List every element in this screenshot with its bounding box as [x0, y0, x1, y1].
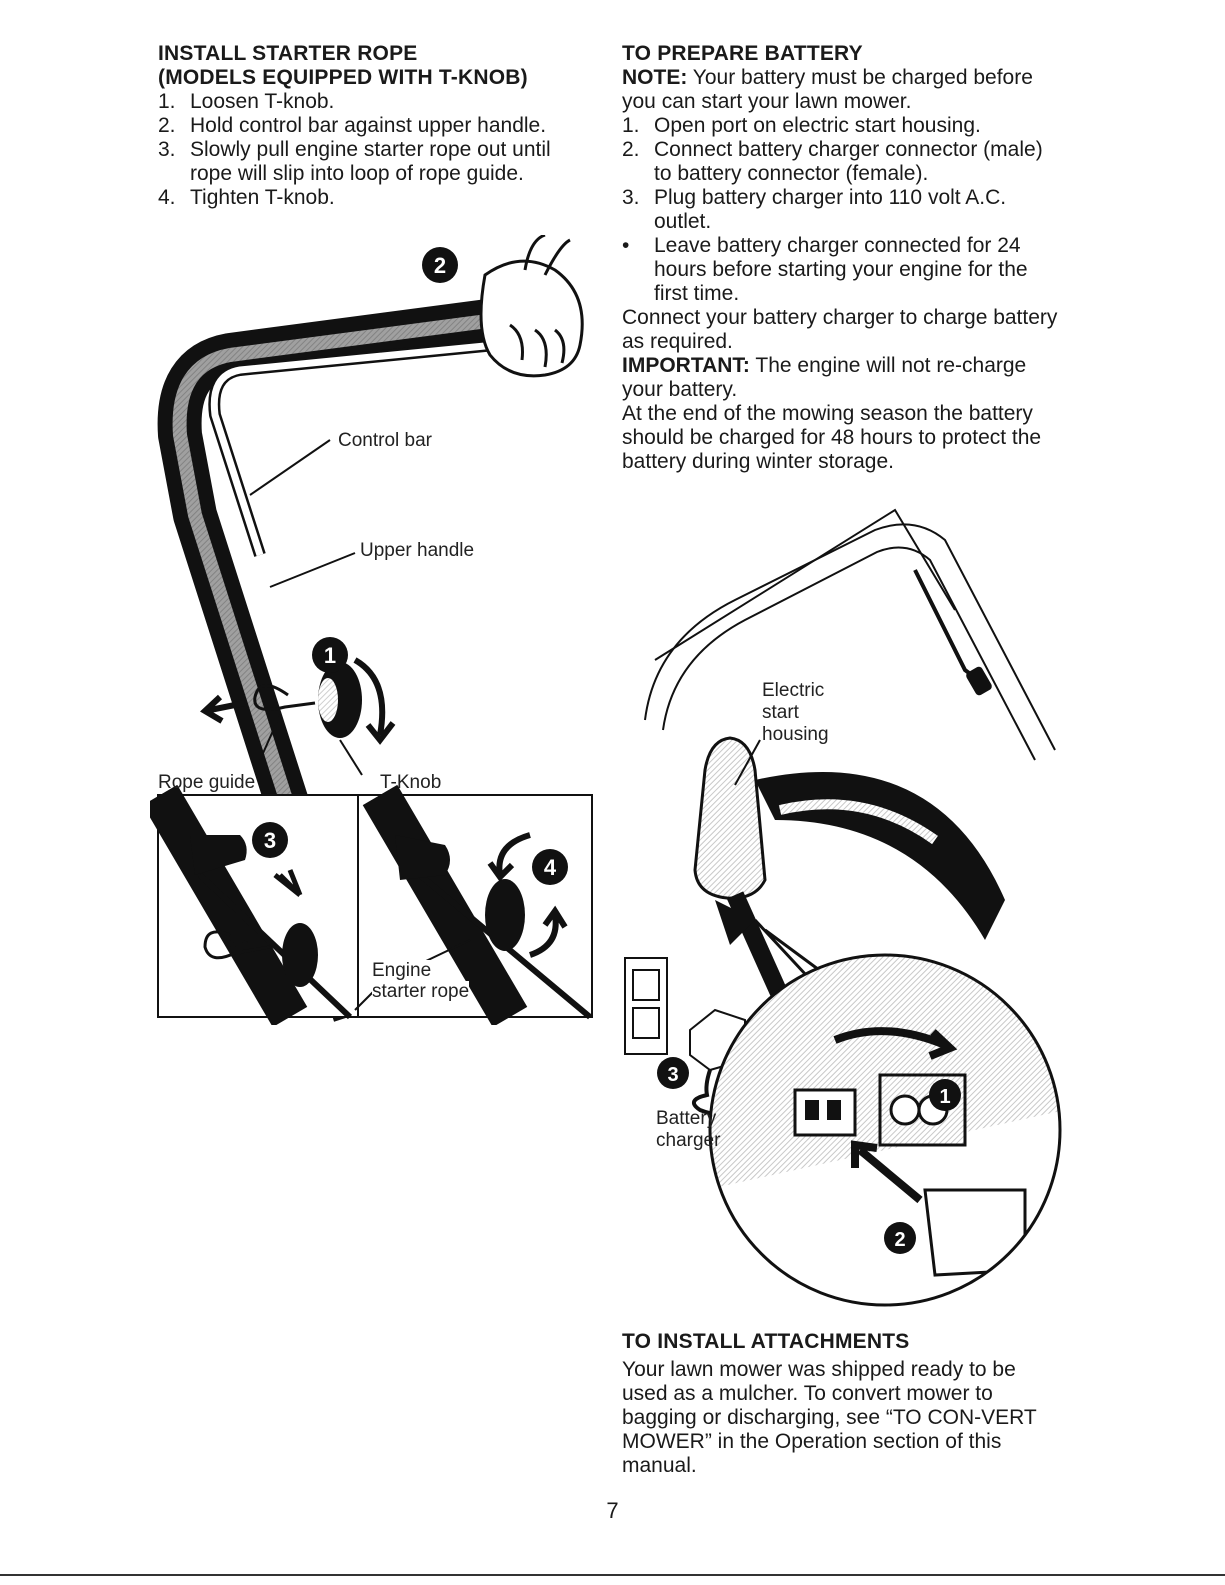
battery-steps: 1.Open port on electric start housing. 2…: [622, 114, 1062, 306]
svg-text:4: 4: [544, 855, 557, 880]
callout-2-icon: 2: [884, 1222, 916, 1254]
svg-text:1: 1: [939, 1086, 950, 1108]
starter-rope-section: INSTALL STARTER ROPE (MODELS EQUIPPED WI…: [158, 42, 598, 210]
bottom-rule: [0, 1574, 1225, 1576]
step-item: 3.Slowly pull engine starter rope out un…: [158, 138, 551, 185]
svg-text:1: 1: [324, 643, 336, 668]
step-item: 2.Connect battery charger connector (mal…: [622, 138, 1043, 185]
battery-charger-label-line1: Battery: [656, 1108, 717, 1129]
step-item: 1.Open port on electric start housing.: [622, 114, 981, 137]
callout-3-icon: 3: [657, 1057, 689, 1089]
svg-text:3: 3: [667, 1064, 678, 1086]
upper-handle-label: Upper handle: [360, 540, 475, 561]
battery-charger-label-line2: charger: [656, 1130, 721, 1151]
rope-guide-label: Rope guide: [158, 772, 256, 793]
callout-4-icon: 4: [532, 849, 568, 885]
section-title-line2: (MODELS EQUIPPED WITH T-KNOB): [158, 66, 528, 89]
engine-starter-rope-label-line2: starter rope: [372, 981, 470, 1002]
electric-start-housing-shape: [693, 736, 767, 900]
battery-para2: At the end of the mowing season the batt…: [622, 402, 1042, 473]
callout-2-icon: 2: [422, 247, 458, 283]
svg-text:2: 2: [894, 1229, 905, 1251]
callout-3-icon: 3: [252, 822, 288, 858]
hand-shape: [479, 259, 584, 378]
rope-guide-shape: [253, 684, 316, 711]
battery-title: TO PREPARE BATTERY: [622, 42, 863, 65]
attachments-text: Your lawn mower was shipped ready to be …: [622, 1358, 1037, 1477]
step-item: 3.Plug battery charger into 110 volt A.C…: [622, 186, 1007, 233]
battery-note: NOTE: Your battery must be charged befor…: [622, 66, 1033, 113]
battery-illustration: 3 1 2: [624, 508, 1062, 1307]
control-bar-label: Control bar: [338, 430, 432, 451]
starter-rope-steps: 1.Loosen T-knob. 2.Hold control bar agai…: [158, 90, 598, 210]
electric-start-label-line2: start: [762, 702, 799, 723]
step-item: •Leave battery charger connected for 24 …: [622, 234, 1028, 305]
battery-para1: Connect your battery charger to charge b…: [622, 306, 1058, 353]
section-title-line1: INSTALL STARTER ROPE: [158, 42, 418, 65]
step-item: 1.Loosen T-knob.: [158, 90, 335, 113]
callout-1-icon: 1: [929, 1079, 961, 1111]
step-item: 2.Hold control bar against upper handle.: [158, 114, 547, 137]
callout-1-icon: 1: [312, 637, 348, 673]
attachments-title: TO INSTALL ATTACHMENTS: [622, 1330, 910, 1353]
electric-start-label-line3: housing: [762, 724, 829, 745]
battery-important: IMPORTANT: The engine will not re-charge…: [622, 354, 1027, 401]
step-item: 4.Tighten T-knob.: [158, 186, 335, 209]
starter-rope-illustration: 2 1 3 4: [150, 235, 593, 1025]
battery-section: TO PREPARE BATTERY NOTE: Your battery mu…: [622, 42, 1062, 474]
t-knob-label: T-Knob: [380, 772, 442, 793]
electric-start-label-line1: Electric: [762, 680, 825, 701]
svg-text:2: 2: [434, 253, 446, 278]
page-number: 7: [606, 1498, 619, 1523]
svg-text:3: 3: [264, 828, 276, 853]
magnified-detail: [710, 955, 1060, 1305]
attachments-section: TO INSTALL ATTACHMENTS Your lawn mower w…: [622, 1330, 1062, 1478]
engine-starter-rope-label-line1: Engine: [372, 960, 432, 981]
